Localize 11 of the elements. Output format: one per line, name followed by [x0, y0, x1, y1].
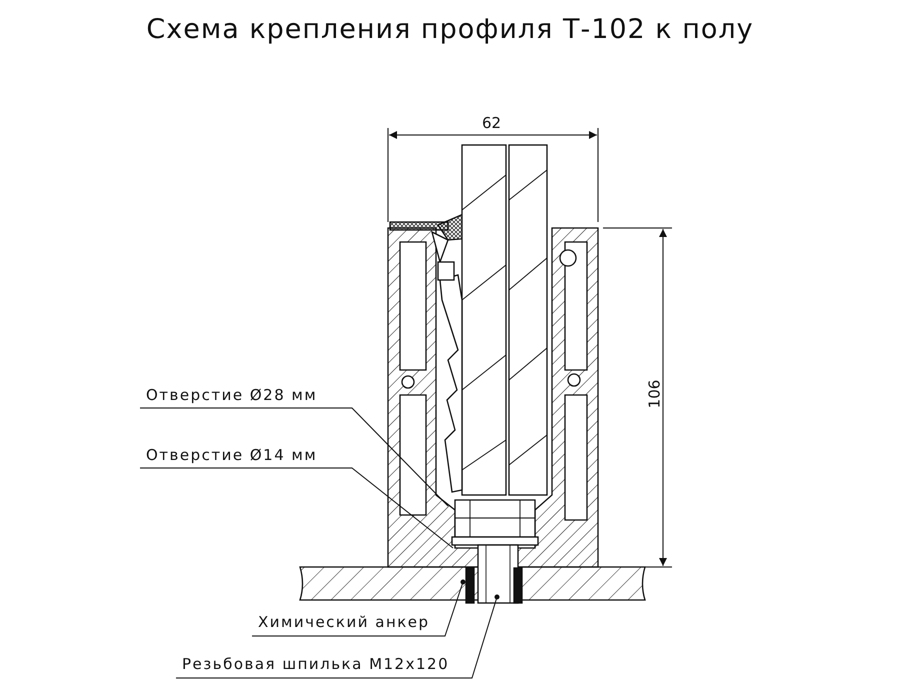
callout-text: Резьбовая шпилька М12х120 [176, 655, 472, 678]
dimension-value: 62 [482, 114, 502, 132]
leader-line [176, 594, 500, 678]
title: Схема крепления профиля Т-102 к полу [145, 14, 755, 45]
leader-line [140, 408, 448, 506]
callout-text: Химический анкер [252, 613, 445, 636]
callout-text: Отверстие Ø28 мм [140, 386, 352, 408]
dimension-value: 106 [645, 380, 664, 408]
leader-line [140, 468, 454, 548]
leader-line [252, 580, 466, 636]
callout-text: Отверстие Ø14 мм [140, 446, 352, 468]
